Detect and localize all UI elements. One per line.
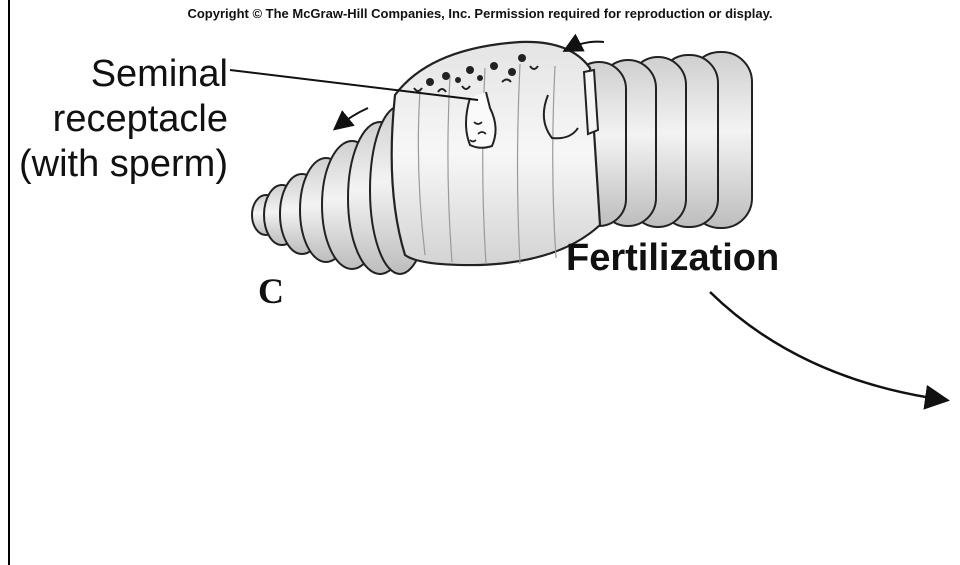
seminal-label-line2: receptacle <box>30 97 228 142</box>
cocoon <box>392 42 600 265</box>
slide-arrow-left <box>336 108 368 128</box>
seminal-label-line1: Seminal <box>40 52 228 97</box>
fertilization-arrow <box>710 292 945 400</box>
seminal-label-line3: (with sperm) <box>6 142 228 187</box>
panel-letter: C <box>258 270 284 312</box>
slide-arrow-top <box>566 42 604 50</box>
fertilization-label: Fertilization <box>566 237 779 280</box>
